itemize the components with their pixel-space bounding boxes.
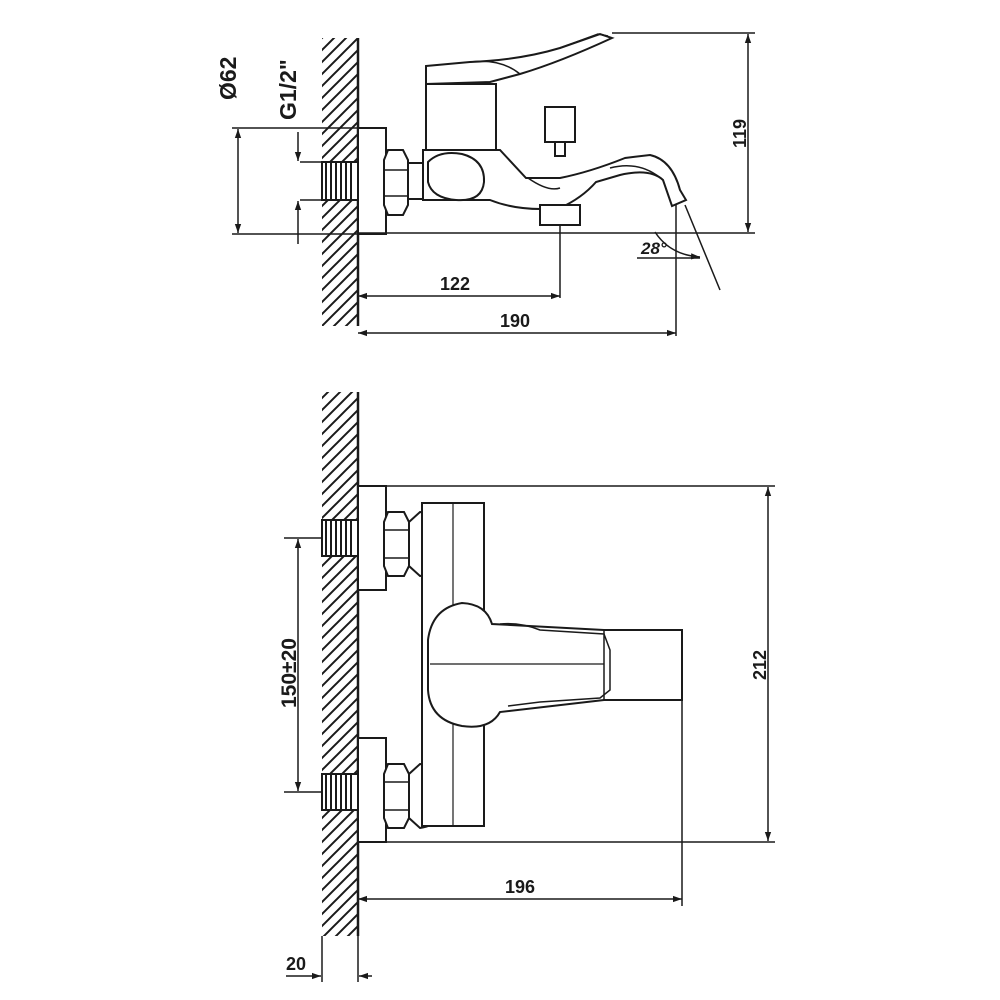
dim-width-label: 212 (750, 650, 770, 680)
hex-nut-upper (383, 511, 410, 577)
lever-handle (425, 32, 615, 86)
escutcheon (357, 127, 387, 235)
dim-spout-length-label: 190 (500, 311, 530, 331)
inlet-pipe-lower (321, 773, 359, 811)
shower-outlet (539, 204, 581, 226)
diverter-knob (427, 152, 486, 202)
wall-hatch-top-view (322, 392, 358, 936)
dim-thread-label: G1/2" (275, 59, 301, 120)
dim-height-label: 119 (730, 119, 750, 148)
dim-depth-label: 196 (505, 877, 535, 897)
escutcheon-upper (357, 485, 387, 591)
escutcheon-lower (357, 737, 387, 843)
top-view (284, 392, 775, 982)
inlet-pipe-upper (321, 519, 359, 557)
hex-nut (383, 149, 409, 216)
side-view (232, 32, 755, 337)
hex-nut-lower (383, 763, 410, 829)
dim-centers-label: 150±20 (278, 638, 301, 708)
dim-diameter-label: Ø62 (215, 57, 241, 100)
threaded-pipe (300, 161, 359, 201)
dim-angle-label: 28° (640, 239, 667, 258)
dim-outlet-length-label: 122 (440, 274, 470, 294)
diverter-pin (544, 106, 576, 143)
dim-eccentric-label: 20 (286, 954, 306, 974)
spout-top-view (427, 601, 683, 728)
cartridge-column (425, 83, 497, 151)
